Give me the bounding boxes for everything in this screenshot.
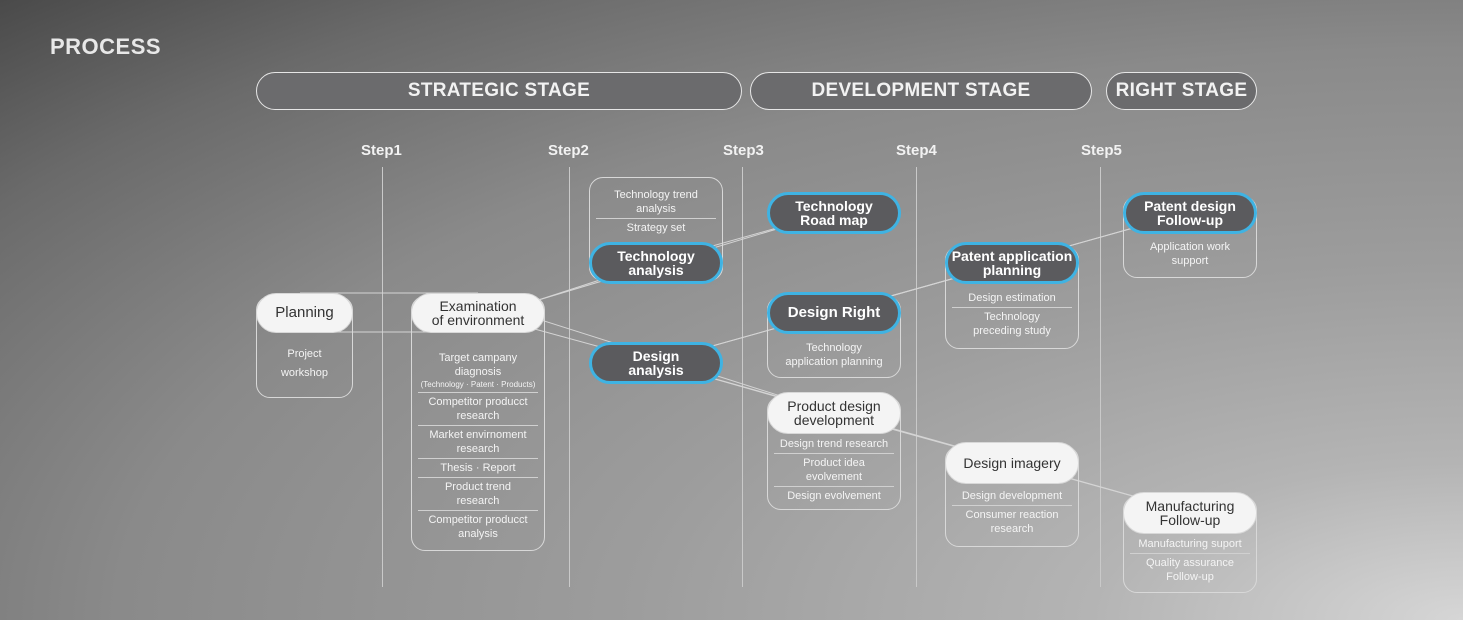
technology-road-map-node: Technology Road map	[767, 192, 901, 234]
design-right-details-card: Technology application planning	[767, 296, 901, 378]
card-item: Technology trend analysis	[614, 189, 698, 215]
card-item: Competitor producct research	[418, 392, 538, 425]
design-right-node: Design Right	[767, 292, 901, 334]
card-item: Design evolvement	[774, 486, 894, 505]
step2-divider	[569, 167, 570, 587]
patent-application-details-card: Design estimation Technology preceding s…	[945, 246, 1079, 349]
design-imagery-node: Design imagery	[945, 442, 1079, 484]
step4-divider	[916, 167, 917, 587]
card-item-note: (Technology · Patent · Products)	[420, 380, 536, 389]
product-design-details-card: Design trend research Product idea evolv…	[767, 396, 901, 510]
design-analysis-node: Design analysis	[589, 342, 723, 384]
card-item: Technology application planning	[785, 342, 883, 368]
card-item: Design estimation	[968, 292, 1056, 304]
patent-design-followup-node: Patent design Follow-up	[1123, 192, 1257, 234]
page-title: PROCESS	[50, 34, 162, 59]
card-item: Market envirnoment research	[418, 425, 538, 458]
examination-node: Examination of environment	[411, 293, 545, 333]
design-imagery-details-card: Design development Consumer reaction res…	[945, 446, 1079, 547]
card-item: Project workshop	[280, 348, 329, 379]
patent-application-planning-node: Patent application planning	[945, 242, 1079, 284]
manufacturing-followup-node: Manufacturing Follow-up	[1123, 492, 1257, 534]
development-stage-banner: DEVELOPMENT STAGE	[750, 72, 1092, 110]
card-item: Design development	[961, 490, 1063, 502]
step5-label: Step5	[1081, 142, 1122, 159]
step1-label: Step1	[361, 142, 402, 159]
right-stage-banner: RIGHT STAGE	[1106, 72, 1257, 110]
card-item: Product trend research	[418, 477, 538, 510]
card-item: Quality assurance Follow-up	[1130, 553, 1250, 586]
card-item: Consumer reaction research	[952, 505, 1072, 538]
card-item: Manufacturing suport	[1138, 538, 1242, 550]
card-item: Product idea evolvement	[774, 453, 894, 486]
strategic-stage-banner: STRATEGIC STAGE	[256, 72, 742, 110]
step3-divider	[742, 167, 743, 587]
step3-label: Step3	[723, 142, 764, 159]
card-item: Design trend research	[779, 438, 889, 450]
card-item: Application work support	[1149, 241, 1231, 267]
card-item: Target campany diagnosis(Technology · Pa…	[418, 349, 538, 392]
product-design-development-node: Product design development	[767, 392, 901, 434]
card-item: Technology preceding study	[952, 307, 1072, 340]
card-item: Strategy set	[596, 218, 716, 237]
step4-label: Step4	[896, 142, 937, 159]
technology-analysis-node: Technology analysis	[589, 242, 723, 284]
step2-label: Step2	[548, 142, 589, 159]
card-item: Thesis · Report	[418, 458, 538, 477]
step5-divider	[1100, 167, 1101, 587]
step1-divider	[382, 167, 383, 587]
card-item: Competitor producct analysis	[418, 510, 538, 543]
examination-details-card: Target campany diagnosis(Technology · Pa…	[411, 296, 545, 551]
planning-node: Planning	[256, 293, 353, 333]
